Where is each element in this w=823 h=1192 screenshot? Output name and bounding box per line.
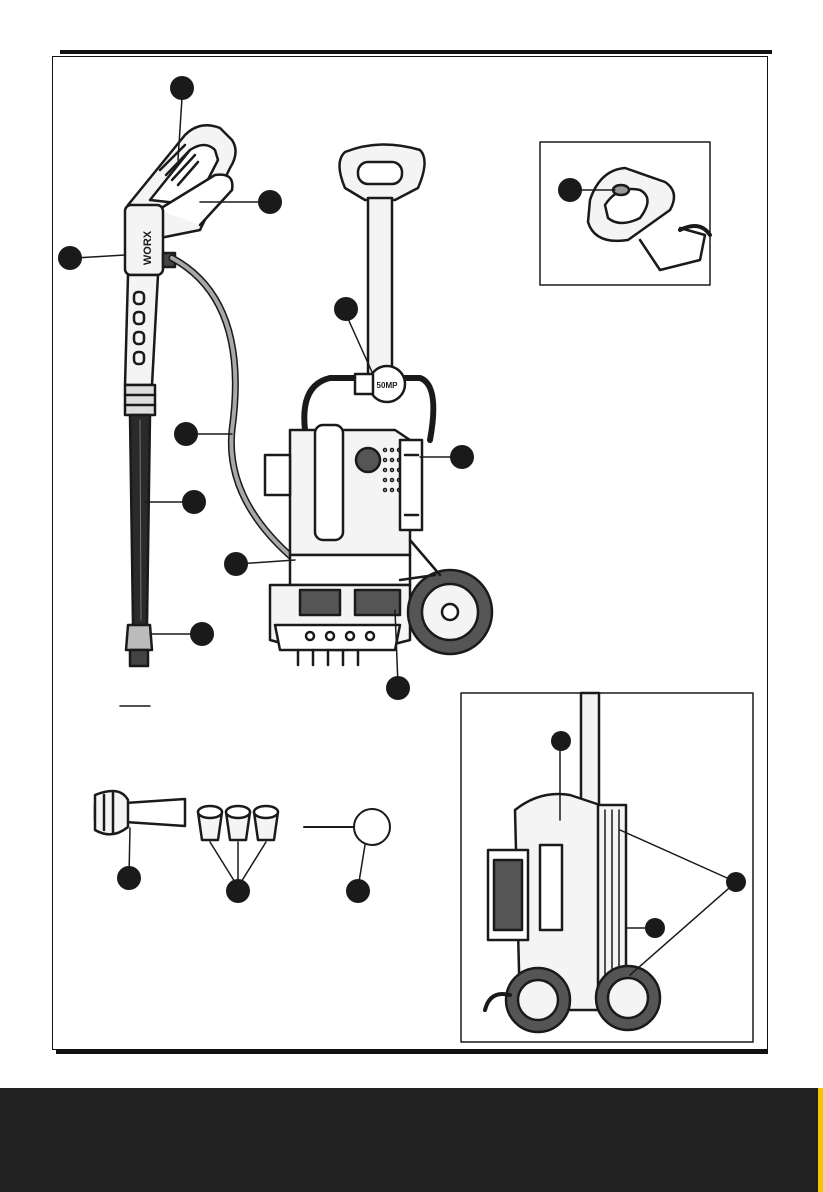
callout-marker bbox=[334, 297, 358, 321]
gauge-text: 50MP bbox=[377, 381, 399, 390]
callout-marker bbox=[726, 872, 746, 892]
gun-brand-text: WORX bbox=[142, 230, 154, 265]
callout-marker bbox=[224, 552, 248, 576]
callout-marker bbox=[182, 490, 206, 514]
turbo-nozzle bbox=[95, 791, 185, 834]
callout-marker bbox=[58, 246, 82, 270]
footer-band bbox=[0, 1088, 818, 1180]
callout-marker bbox=[190, 622, 214, 646]
callout-marker bbox=[170, 76, 194, 100]
footer-bottom-strip bbox=[0, 1180, 818, 1192]
callout-marker bbox=[558, 178, 582, 202]
callout-marker bbox=[174, 422, 198, 446]
callout-marker bbox=[386, 676, 410, 700]
callout-marker bbox=[226, 879, 250, 903]
nozzle-set bbox=[198, 806, 278, 840]
o-ring bbox=[304, 809, 390, 845]
callout-marker bbox=[645, 918, 665, 938]
callout-marker bbox=[551, 731, 571, 751]
footer-accent-stripe bbox=[818, 1088, 823, 1192]
callout-marker bbox=[117, 866, 141, 890]
callout-marker bbox=[346, 879, 370, 903]
callout-marker bbox=[450, 445, 474, 469]
callout-marker bbox=[258, 190, 282, 214]
pressure-washer-unit: 50MP bbox=[265, 144, 492, 665]
spray-gun: WORX bbox=[125, 125, 236, 666]
hose bbox=[172, 258, 295, 560]
